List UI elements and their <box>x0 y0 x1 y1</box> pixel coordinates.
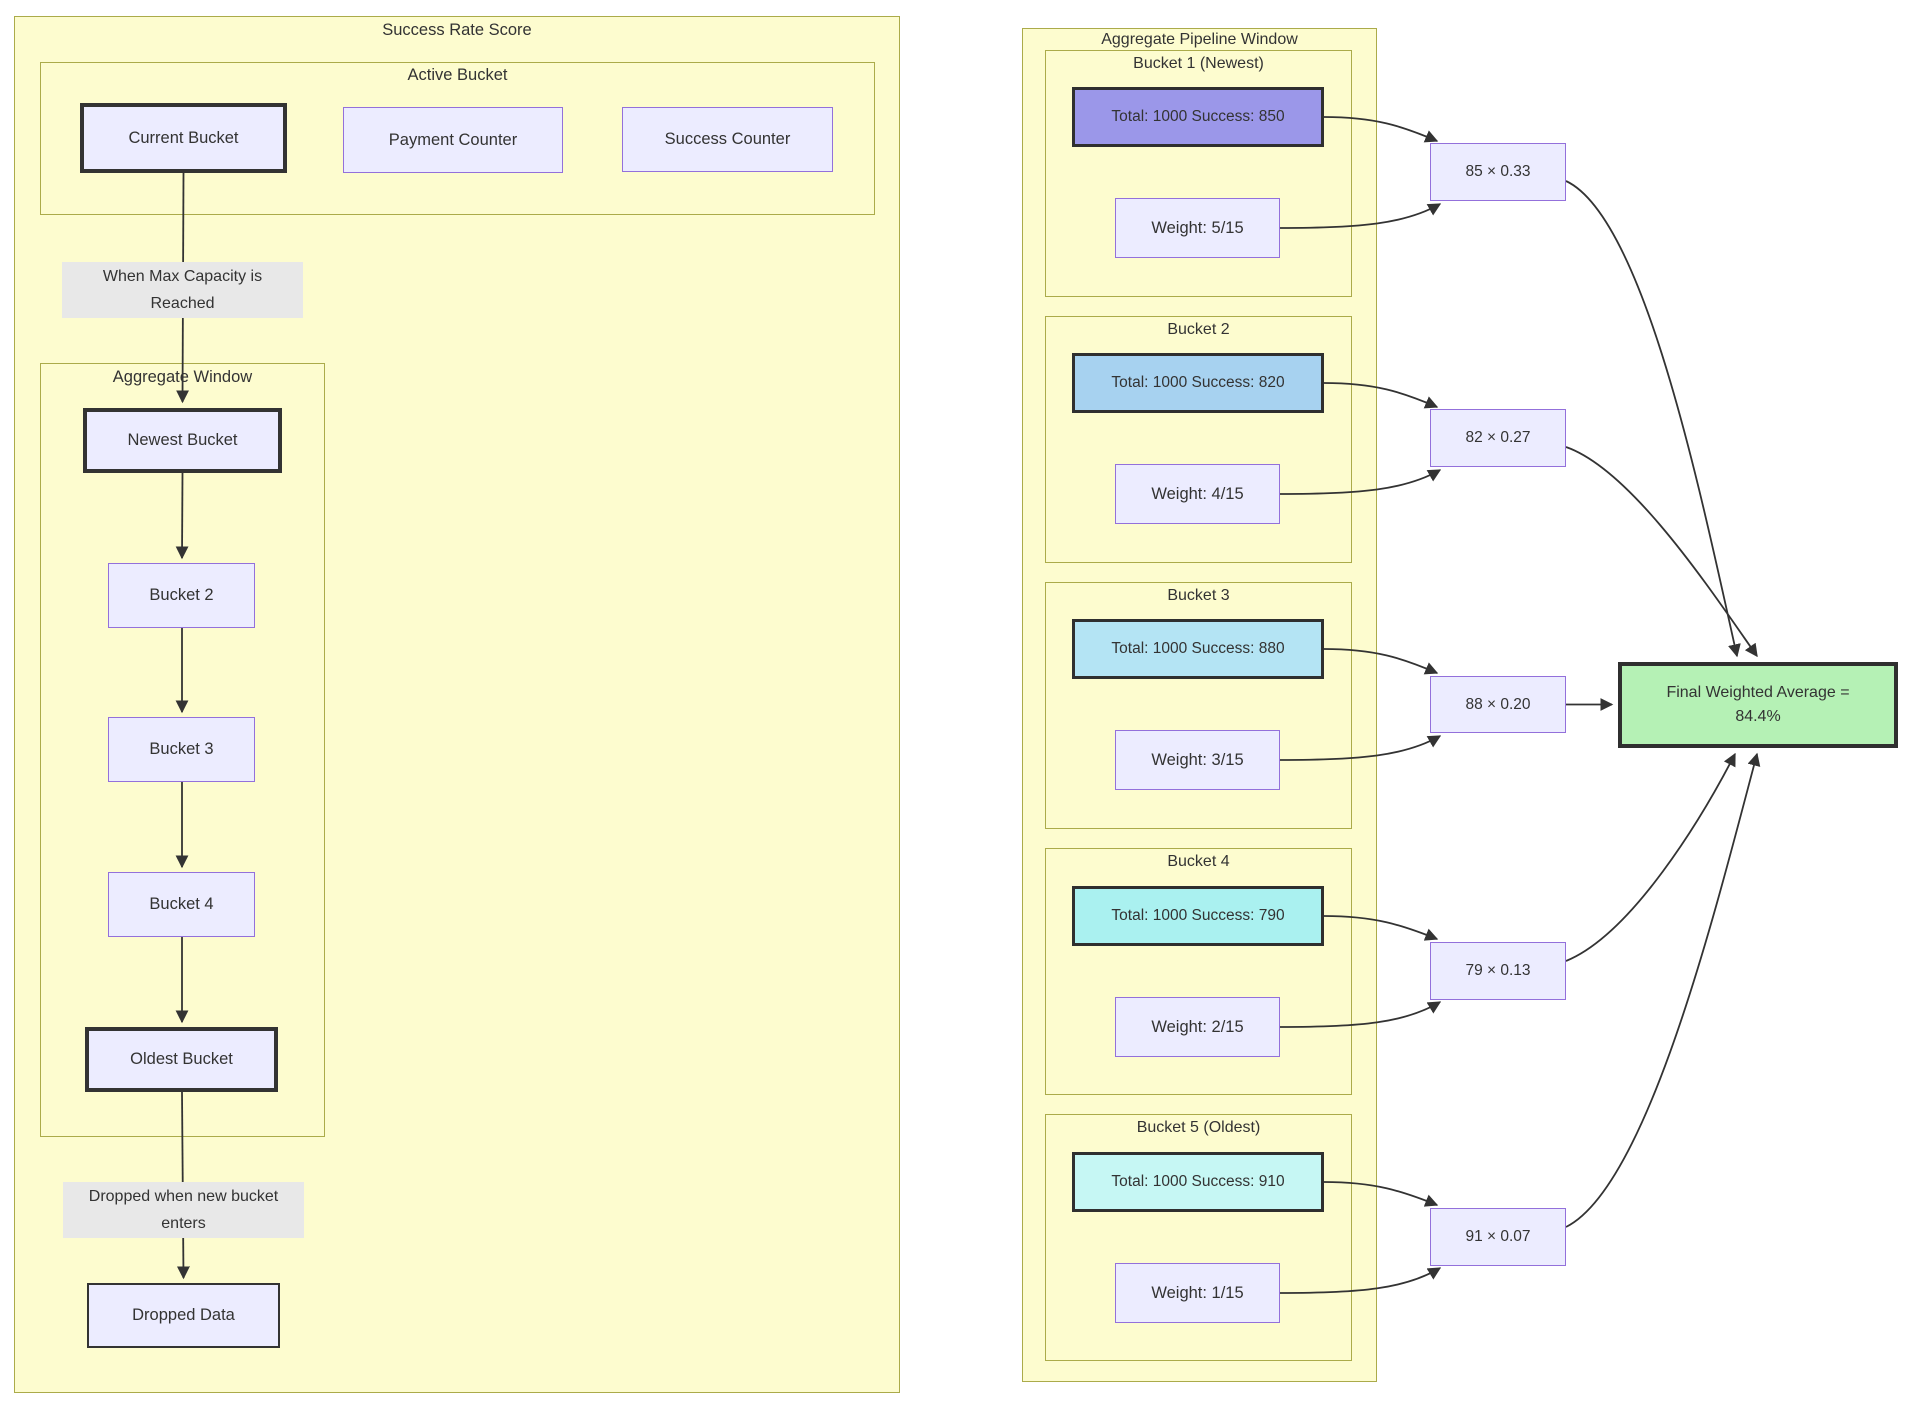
cluster-title-aggregate-window: Aggregate Window <box>112 368 253 386</box>
edge-label-dropped: Dropped when new bucket enters <box>63 1182 304 1238</box>
cluster-title-aggregate-pipeline-window: Aggregate Pipeline Window <box>1101 31 1298 48</box>
edge-mult2-to-final <box>1565 446 1758 658</box>
edge-label-dropped-line2: enters <box>161 1215 206 1232</box>
cluster-title-success-rate-score: Success Rate Score <box>382 21 532 39</box>
edge-mult4-to-final <box>1565 752 1736 962</box>
node-total-bucket-3: Total: 1000 Success: 880 <box>1072 619 1324 679</box>
node-dropped-data: Dropped Data <box>87 1283 280 1348</box>
edge-mult5-to-final <box>1565 752 1761 1228</box>
node-success-counter: Success Counter <box>622 107 833 172</box>
node-bucket-3: Bucket 3 <box>108 717 255 782</box>
node-bucket-4: Bucket 4 <box>108 872 255 937</box>
node-weight-bucket-1: Weight: 5/15 <box>1115 198 1280 258</box>
node-total-bucket-5: Total: 1000 Success: 910 <box>1072 1152 1324 1212</box>
node-final-weighted-average: Final Weighted Average = 84.4% <box>1618 662 1898 748</box>
cluster-title-bucket-2: Bucket 2 <box>1167 321 1230 338</box>
edge-label-dropped-line1: Dropped when new bucket <box>88 1188 279 1205</box>
cluster-title-active-bucket: Active Bucket <box>407 66 508 84</box>
node-newest-bucket: Newest Bucket <box>83 408 282 473</box>
node-bucket-2: Bucket 2 <box>108 563 255 628</box>
node-multiply-bucket-1: 85 × 0.33 <box>1430 143 1566 201</box>
node-weight-bucket-3: Weight: 3/15 <box>1115 730 1280 790</box>
node-total-bucket-4: Total: 1000 Success: 790 <box>1072 886 1324 946</box>
edge-label-max-capacity-line1: When Max Capacity is <box>102 268 263 285</box>
edge-label-max-capacity: When Max Capacity is Reached <box>62 262 303 318</box>
node-multiply-bucket-2: 82 × 0.27 <box>1430 409 1566 467</box>
node-total-bucket-1: Total: 1000 Success: 850 <box>1072 87 1324 147</box>
final-weighted-average-line2: 84.4% <box>1735 708 1781 725</box>
node-current-bucket: Current Bucket <box>80 103 287 173</box>
cluster-title-bucket-3: Bucket 3 <box>1167 587 1230 604</box>
node-oldest-bucket: Oldest Bucket <box>85 1027 278 1092</box>
node-weight-bucket-4: Weight: 2/15 <box>1115 997 1280 1057</box>
edge-label-max-capacity-line2: Reached <box>150 295 215 312</box>
final-weighted-average-line1: Final Weighted Average = <box>1666 684 1850 701</box>
cluster-title-bucket-4: Bucket 4 <box>1167 853 1230 870</box>
node-weight-bucket-2: Weight: 4/15 <box>1115 464 1280 524</box>
node-total-bucket-2: Total: 1000 Success: 820 <box>1072 353 1324 413</box>
edge-mult1-to-final <box>1565 180 1741 658</box>
node-multiply-bucket-4: 79 × 0.13 <box>1430 942 1566 1000</box>
node-payment-counter: Payment Counter <box>343 107 563 173</box>
node-weight-bucket-5: Weight: 1/15 <box>1115 1263 1280 1323</box>
node-multiply-bucket-3: 88 × 0.20 <box>1430 676 1566 733</box>
node-multiply-bucket-5: 91 × 0.07 <box>1430 1208 1566 1266</box>
cluster-title-bucket-1: Bucket 1 (Newest) <box>1133 55 1264 72</box>
cluster-title-bucket-5: Bucket 5 (Oldest) <box>1136 1119 1261 1136</box>
